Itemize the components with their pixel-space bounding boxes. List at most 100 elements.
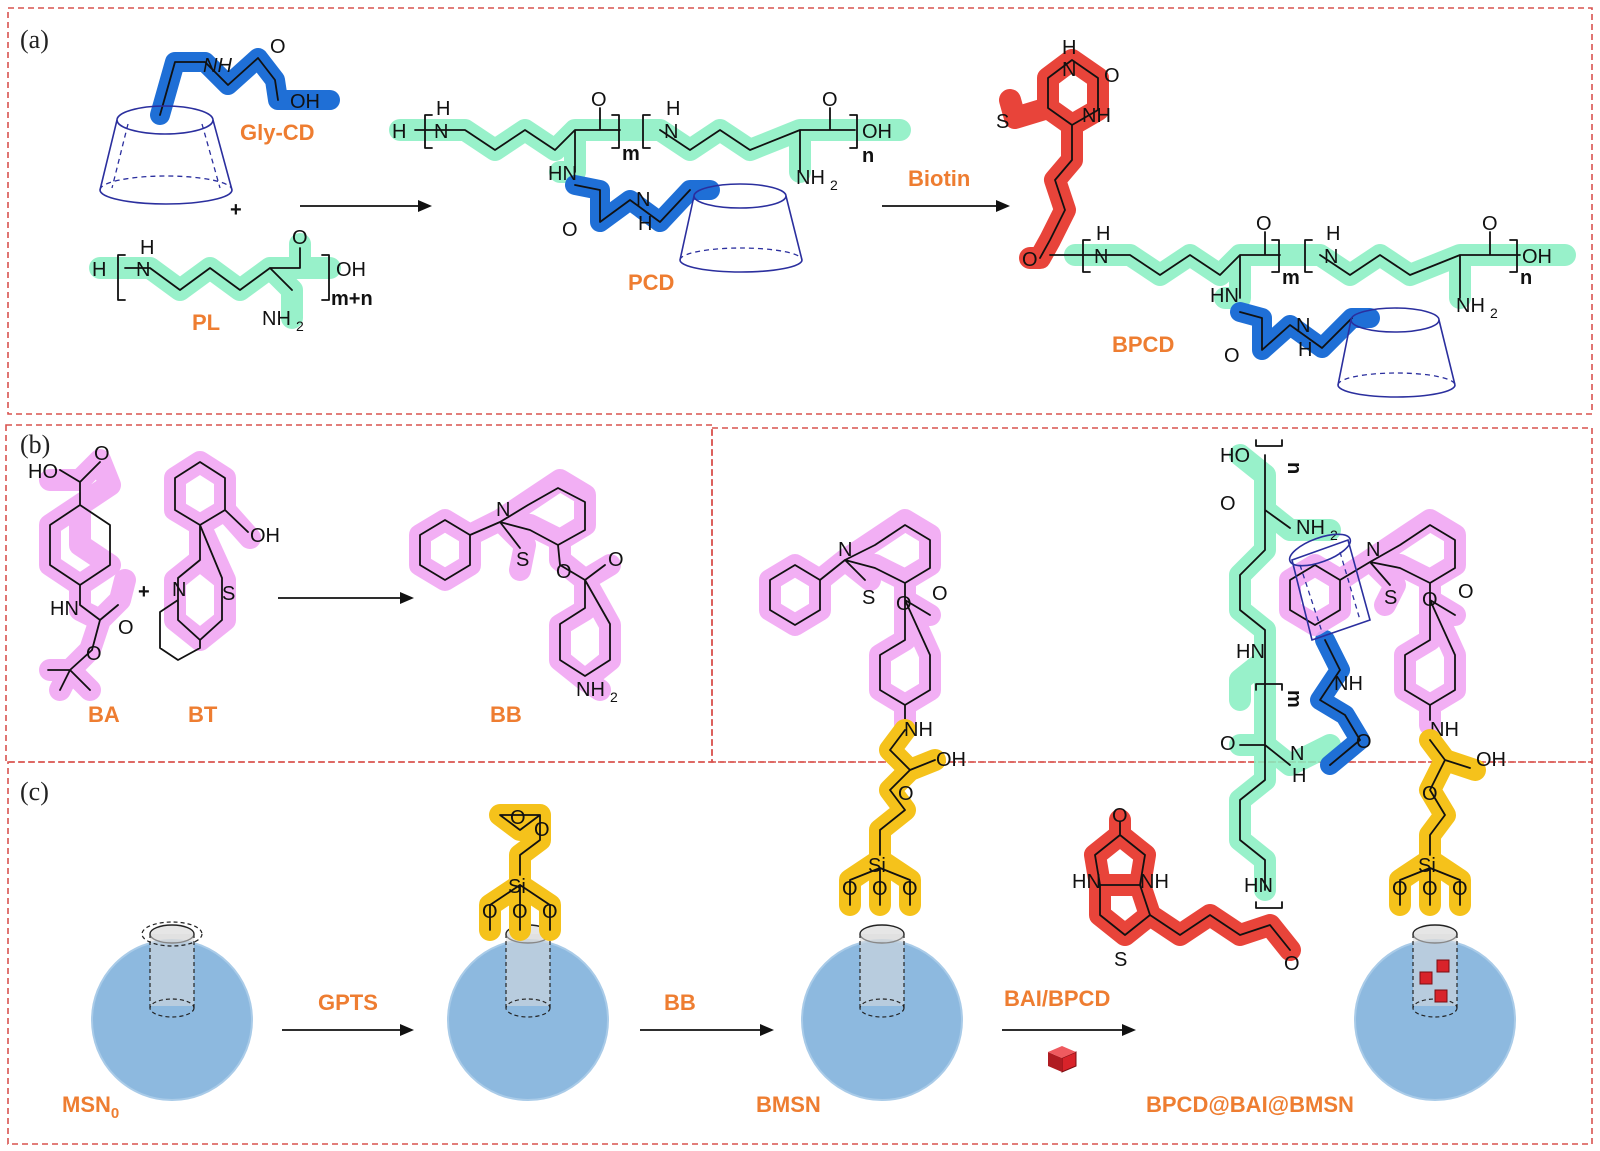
bpcd-n1: N	[1094, 246, 1108, 268]
bb-nh2: NH	[576, 679, 605, 701]
final-biotin-s: S	[1114, 949, 1127, 971]
gpts-o3: O	[542, 901, 558, 923]
bpcd-o1: O	[1256, 213, 1272, 235]
bmsn-ether-o: O	[898, 783, 914, 805]
bpcd-nh2-sub: 2	[1490, 305, 1498, 321]
bpcd-nh-urea: NH	[1082, 105, 1111, 127]
final-o3: O	[1452, 878, 1468, 900]
bmsn-o-carbonyl: O	[932, 583, 948, 605]
bpcd-n-index: n	[1520, 267, 1532, 289]
pl-molecule: H H N O OH NH 2 m+n PL	[89, 227, 373, 335]
final-bb-o-carbonyl: O	[1458, 581, 1474, 603]
bmsn-o3: O	[902, 878, 918, 900]
drug-cube-icon	[1048, 1046, 1077, 1073]
bpcd-o2: O	[1482, 213, 1498, 235]
ba-o-top: O	[94, 443, 110, 465]
label-msn0: MSN0	[62, 1092, 119, 1122]
final-m-index: m	[1283, 690, 1305, 708]
panel-c-letter: (c)	[20, 777, 49, 806]
reagent-bb: BB	[664, 990, 696, 1015]
ba-hn: HN	[50, 598, 79, 620]
arrow-c1-head	[400, 1024, 414, 1036]
bmsn-oh: OH	[936, 749, 966, 771]
bmsn-si: Si	[868, 855, 886, 877]
pl-o: O	[292, 227, 308, 249]
reagent-gpts: GPTS	[318, 990, 378, 1015]
panel-a-letter: (a)	[20, 25, 49, 54]
label-bmsn: BMSN	[756, 1092, 821, 1117]
final-pl-hn1: HN	[1236, 641, 1265, 663]
ba-o-carbonyl: O	[118, 617, 134, 639]
final-bb-o-ester: O	[1422, 589, 1438, 611]
pl-oh: OH	[336, 259, 366, 281]
reagent-biotin: Biotin	[908, 166, 970, 191]
bpcd-h1: H	[1096, 223, 1110, 245]
bpcd-molecule: H N O NH S O H N O H N O OH HN O N H NH …	[996, 37, 1576, 398]
final-biotin-o-amide: O	[1284, 953, 1300, 975]
final-ho: HO	[1220, 445, 1250, 467]
bpcd-o-urea: O	[1104, 65, 1120, 87]
bmsn-particle: N S O O NH OH O Si O O O BMSN	[756, 509, 966, 1117]
bpcd-o-biotin: O	[1022, 249, 1038, 271]
bb-molecule: N S O O NH 2 BB	[409, 469, 624, 727]
pl-h: H	[92, 259, 106, 281]
final-o2: O	[1422, 878, 1438, 900]
final-pl-nh2: NH	[1296, 517, 1325, 539]
gly-cd-oh: OH	[290, 91, 320, 113]
bmsn-n: N	[838, 539, 852, 561]
pl-nh2: NH	[262, 308, 291, 330]
bt-molecule: OH N S BT	[159, 451, 280, 727]
bpcd-s: S	[996, 111, 1009, 133]
final-biotin-o: O	[1112, 805, 1128, 827]
label-bt: BT	[188, 702, 218, 727]
bpcd-h2: H	[1326, 223, 1340, 245]
bpcd-n2: N	[1324, 246, 1338, 268]
label-gly-cd: Gly-CD	[240, 120, 315, 145]
arrow-c3-head	[1122, 1024, 1136, 1036]
cargo-cube-3	[1434, 989, 1448, 1003]
pcd-nh-h: H	[638, 213, 652, 235]
final-pl-n2-h: H	[1292, 765, 1306, 787]
bpcd-o-amide: O	[1224, 345, 1240, 367]
plus-sign-b: +	[138, 581, 150, 603]
bpcd-n-glycine-h: H	[1298, 339, 1312, 361]
final-gly-nh: NH	[1334, 673, 1363, 695]
pcd-n-index: n	[862, 145, 874, 167]
arrow-b-head	[400, 592, 414, 604]
bpcd-h-top: H	[1062, 37, 1076, 59]
gpts-epoxide-o: O	[510, 807, 526, 829]
final-gly-o: O	[1356, 731, 1372, 753]
bmsn-o1: O	[842, 878, 858, 900]
pcd-n1: N	[434, 121, 448, 143]
gpts-si: Si	[508, 876, 526, 898]
bt-s: S	[222, 583, 235, 605]
bpcd-n-top: N	[1062, 59, 1076, 81]
arrow-a2-head	[996, 200, 1010, 212]
pcd-o2: O	[822, 89, 838, 111]
pcd-hn: HN	[548, 163, 577, 185]
cargo-cube-1	[1436, 959, 1450, 973]
panel-a-border	[7, 7, 1593, 415]
pl-nh-h: H	[140, 237, 154, 259]
label-bb: BB	[490, 702, 522, 727]
pcd-h2: H	[666, 98, 680, 120]
final-oh: OH	[1476, 749, 1506, 771]
final-bb-n: N	[1366, 539, 1380, 561]
cyclodextrin-icon	[1288, 533, 1371, 642]
pl-index: m+n	[331, 288, 373, 310]
gpts-o1: O	[482, 901, 498, 923]
ba-molecule: HO O HN O O BA	[28, 443, 136, 727]
bt-oh: OH	[250, 525, 280, 547]
label-final: BPCD@BAI@BMSN	[1146, 1092, 1354, 1117]
final-o1: O	[1392, 878, 1408, 900]
ba-ho: HO	[28, 461, 58, 483]
bpcd-nh2: NH	[1456, 295, 1485, 317]
arrow-a1-head	[418, 200, 432, 212]
pcd-m: m	[622, 143, 640, 165]
bb-n: N	[496, 499, 510, 521]
gpts-o2: O	[512, 901, 528, 923]
label-pl: PL	[192, 310, 220, 335]
pcd-o1: O	[591, 89, 607, 111]
pcd-molecule: H H N O H N O OH HN O N H NH 2 m n PCD	[389, 89, 911, 295]
